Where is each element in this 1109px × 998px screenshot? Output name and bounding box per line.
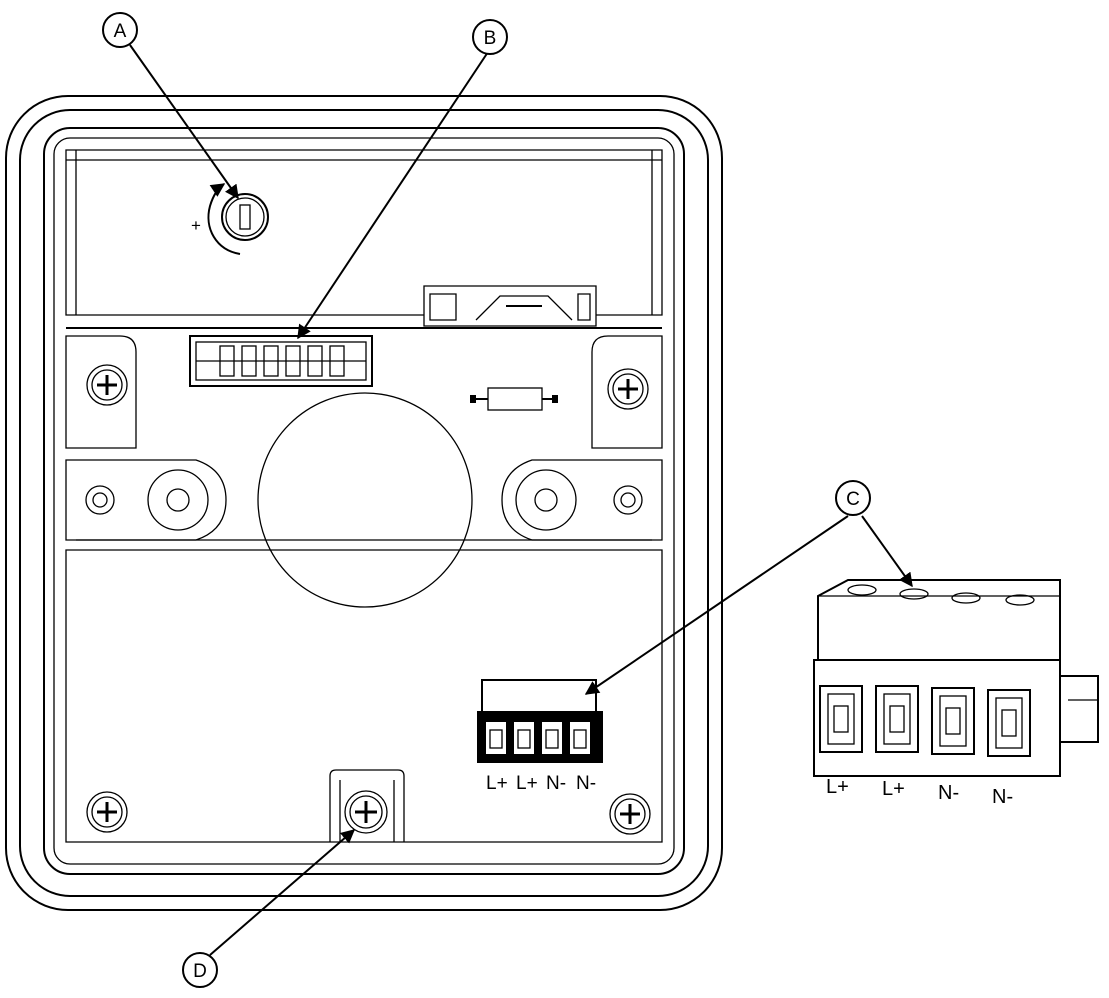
terminal-small-label-4: N- xyxy=(576,773,596,794)
screw-top-left xyxy=(86,364,128,406)
housing-inner-frame xyxy=(43,127,685,875)
mounting-tab-right xyxy=(591,335,663,449)
mounting-hole-right xyxy=(515,469,577,531)
housing-bezel xyxy=(19,109,709,897)
terminal-small-label-1: L+ xyxy=(486,773,508,794)
callout-b: B xyxy=(472,19,508,55)
callout-d-label: D xyxy=(193,961,207,982)
upper-recess xyxy=(65,149,663,316)
terminal-large-label-3: N- xyxy=(938,782,959,804)
bottom-clip xyxy=(329,769,405,842)
resistor-component xyxy=(470,387,558,411)
adjuster-plus-sign: + xyxy=(191,216,201,235)
callout-d: D xyxy=(182,952,218,988)
housing-inner-lip xyxy=(53,137,675,865)
device-housing xyxy=(5,95,723,911)
callout-b-label: B xyxy=(484,28,497,49)
leader-c-large xyxy=(861,515,913,588)
terminal-large-label-1: L+ xyxy=(826,776,849,798)
leader-b xyxy=(297,51,489,340)
lower-plate xyxy=(65,549,663,843)
callout-a-label: A xyxy=(114,21,127,42)
callout-a: A xyxy=(102,12,138,48)
dip-connector xyxy=(189,335,373,387)
rotation-arrow-icon xyxy=(207,183,241,255)
cable-opening xyxy=(257,392,473,608)
terminal-small-label-2: L+ xyxy=(516,773,538,794)
screw-bottom-right xyxy=(609,793,651,835)
callout-c: C xyxy=(835,480,871,516)
leader-d xyxy=(209,829,356,956)
leader-lines xyxy=(129,44,913,956)
terminal-large-label-4: N- xyxy=(992,786,1013,808)
terminal-large-label-2: L+ xyxy=(882,778,905,800)
mounting-hole-left xyxy=(147,469,209,531)
terminal-small-label-3: N- xyxy=(546,773,566,794)
housing-outer-frame xyxy=(5,95,723,911)
callout-c-label: C xyxy=(846,489,860,510)
screw-bottom-center xyxy=(344,790,388,834)
terminal-block-large: L+ L+ N- N- xyxy=(813,579,1099,808)
leader-c-small xyxy=(584,515,849,695)
mounting-tab-left xyxy=(65,335,137,449)
terminal-block-small: L+ L+ N- N- xyxy=(477,679,603,794)
adjustment-potentiometer: + xyxy=(191,183,269,255)
leader-a xyxy=(129,44,239,200)
screw-bottom-left xyxy=(86,791,128,833)
screw-top-right xyxy=(607,368,649,410)
